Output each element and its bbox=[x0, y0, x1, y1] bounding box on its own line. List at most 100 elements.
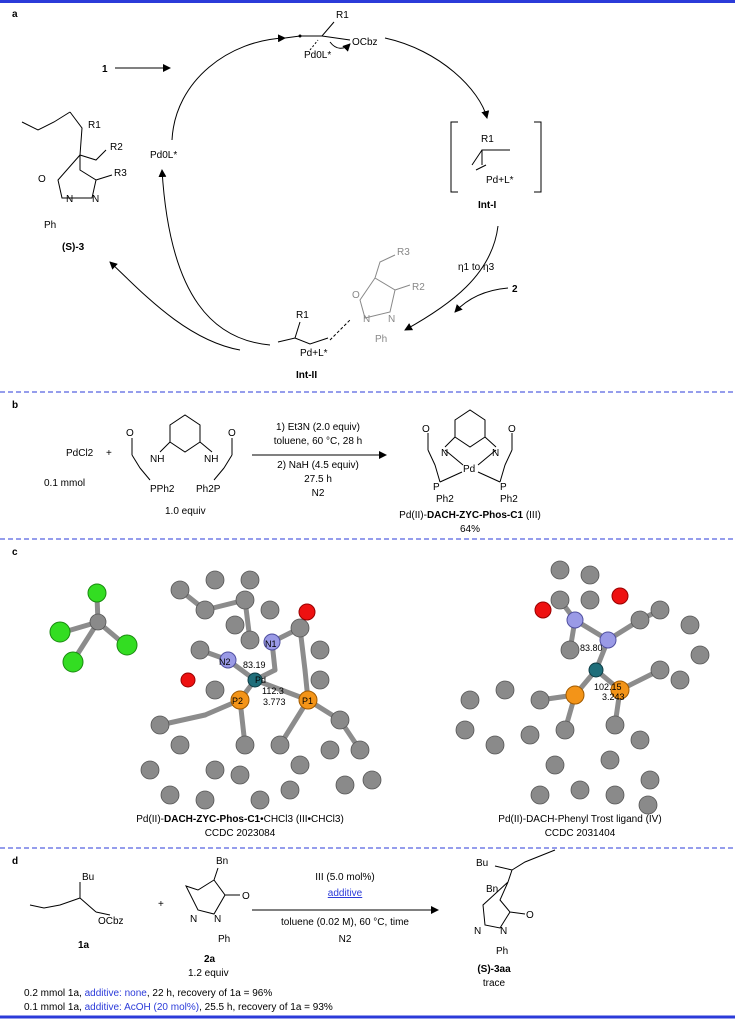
cond-b3: 2) NaH (4.5 equiv) bbox=[277, 460, 359, 471]
reagent-2-label: 2 bbox=[512, 284, 518, 295]
svg-text:NH: NH bbox=[204, 454, 218, 465]
result-line-1: 0.2 mmol 1a, additive: none, 22 h, recov… bbox=[24, 988, 272, 999]
chcl3-molecule bbox=[49, 583, 138, 673]
label-2a: 2a bbox=[204, 954, 216, 965]
product-3-label: (S)-3 bbox=[62, 242, 85, 253]
svg-text:Pd: Pd bbox=[255, 675, 266, 685]
top-ocbz: OCbz bbox=[352, 37, 378, 48]
int2-label: Int-II bbox=[296, 370, 317, 381]
cond-b2: toluene, 60 °C, 28 h bbox=[274, 436, 363, 447]
top-pd: Pd0L* bbox=[304, 50, 331, 61]
svg-text:83.19: 83.19 bbox=[243, 660, 266, 670]
arrow-top-to-int1 bbox=[384, 37, 490, 119]
ligand-equiv: 1.0 equiv bbox=[165, 506, 206, 517]
svg-text:OCbz: OCbz bbox=[98, 916, 124, 927]
label-3aa: (S)-3aa bbox=[477, 964, 511, 975]
cond-d4: N2 bbox=[339, 934, 352, 945]
eta-label: η1 to η3 bbox=[458, 262, 495, 273]
svg-text:112.3: 112.3 bbox=[262, 686, 284, 696]
cond-b1: 1) Et3N (2.0 equiv) bbox=[276, 422, 360, 433]
reagent-1-label: 1 bbox=[102, 64, 108, 75]
arrow-reagent2 bbox=[454, 287, 509, 313]
svg-text:Ph: Ph bbox=[218, 934, 230, 945]
svg-text:P2: P2 bbox=[232, 696, 243, 706]
yield-3aa: trace bbox=[483, 978, 506, 989]
svg-text:PPh2: PPh2 bbox=[150, 484, 175, 495]
pd-allene-complex: R1 OCbz Pd0L* bbox=[284, 10, 378, 61]
svg-text:N: N bbox=[66, 194, 73, 205]
svg-text:N: N bbox=[363, 314, 370, 325]
svg-text:N: N bbox=[441, 448, 448, 459]
svg-text:O: O bbox=[526, 910, 534, 921]
result-line-2: 0.1 mmol 1a, additive: AcOH (20 mol%), 2… bbox=[24, 1002, 333, 1013]
caption-iv: Pd(II)-DACH-Phenyl Trost ligand (IV) bbox=[498, 814, 661, 825]
complex-iii-name: Pd(II)-DACH-ZYC-Phos-C1 (III) bbox=[399, 510, 541, 521]
svg-text:NH: NH bbox=[150, 454, 164, 465]
svg-text:R3: R3 bbox=[397, 247, 410, 258]
crystal-structure-iv: 83.80 102.15 3.243 bbox=[455, 560, 710, 815]
svg-text:Bu: Bu bbox=[82, 872, 94, 883]
svg-text:Pd+L*: Pd+L* bbox=[486, 175, 514, 186]
svg-text:R1: R1 bbox=[481, 134, 494, 145]
svg-text:O: O bbox=[242, 891, 250, 902]
svg-text:R1: R1 bbox=[88, 120, 101, 131]
svg-text:Ph2: Ph2 bbox=[436, 494, 454, 505]
cond-d3: toluene (0.02 M), 60 °C, time bbox=[281, 917, 409, 928]
cond-b5: N2 bbox=[312, 488, 325, 499]
equiv-2a: 1.2 equiv bbox=[188, 968, 229, 979]
svg-text:N: N bbox=[388, 314, 395, 325]
panel-d-label: d bbox=[12, 856, 18, 867]
svg-text:N: N bbox=[190, 914, 197, 925]
svg-text:Bn: Bn bbox=[486, 884, 498, 895]
svg-text:N: N bbox=[474, 926, 481, 937]
int1-label: Int-I bbox=[478, 200, 497, 211]
label-1a: 1a bbox=[78, 940, 90, 951]
svg-text:R2: R2 bbox=[110, 142, 123, 153]
ccdc-iv: CCDC 2031404 bbox=[545, 828, 616, 839]
arrow-int2-to-cat bbox=[158, 169, 271, 346]
svg-text:O: O bbox=[38, 174, 46, 185]
svg-text:O: O bbox=[508, 424, 516, 435]
svg-text:Ph2P: Ph2P bbox=[196, 484, 221, 495]
cond-d2: additive bbox=[328, 888, 363, 899]
svg-text:P: P bbox=[433, 482, 440, 493]
ccdc-iii: CCDC 2023084 bbox=[205, 828, 276, 839]
svg-text:Pd+L*: Pd+L* bbox=[300, 348, 328, 359]
arrow-int1-to-int2 bbox=[404, 225, 499, 331]
plus-d: + bbox=[158, 899, 164, 910]
svg-text:P1: P1 bbox=[302, 696, 313, 706]
svg-text:Ph: Ph bbox=[496, 946, 508, 957]
panel-b-label: b bbox=[12, 400, 18, 411]
plus-b: + bbox=[106, 448, 112, 459]
product-3aa: Bu Bn O N N Ph (S)-3aa trace bbox=[474, 849, 556, 989]
svg-text:83.80: 83.80 bbox=[580, 643, 603, 653]
int2-structure: R1 R3 R2 O N N Ph Pd+L* Int-II bbox=[277, 247, 425, 381]
svg-text:Pd: Pd bbox=[463, 464, 475, 475]
arrow-int2-to-product bbox=[109, 261, 241, 351]
svg-text:Ph: Ph bbox=[375, 334, 387, 345]
svg-text:O: O bbox=[352, 290, 360, 301]
substrate-2a: Bn O N N Ph 2a 1.2 equiv bbox=[185, 856, 250, 979]
svg-text:Bn: Bn bbox=[216, 856, 228, 867]
svg-text:N2: N2 bbox=[219, 657, 231, 667]
complex-iii-yield: 64% bbox=[460, 524, 480, 535]
panel-a-label: a bbox=[12, 9, 18, 20]
product-3-structure: R1 R2 R3 O N N Ph (S)-3 bbox=[21, 111, 127, 253]
ligand-structure: O O NH NH PPh2 Ph2P bbox=[126, 414, 236, 495]
crystal-structure-iii: N2 N1 Pd P2 P1 83.19 112.3 3.773 bbox=[140, 570, 382, 810]
svg-text:102.15: 102.15 bbox=[594, 682, 622, 692]
svg-text:Ph2: Ph2 bbox=[500, 494, 518, 505]
svg-text:R3: R3 bbox=[114, 168, 127, 179]
amount: 0.1 mmol bbox=[44, 478, 85, 489]
svg-text:N: N bbox=[214, 914, 221, 925]
svg-text:N: N bbox=[500, 926, 507, 937]
top-r1: R1 bbox=[336, 10, 349, 21]
svg-text:O: O bbox=[126, 428, 134, 439]
svg-text:3.243: 3.243 bbox=[602, 692, 625, 702]
svg-text:P: P bbox=[500, 482, 507, 493]
svg-text:O: O bbox=[228, 428, 236, 439]
svg-text:3.773: 3.773 bbox=[263, 697, 286, 707]
svg-text:O: O bbox=[422, 424, 430, 435]
pdcl2: PdCl2 bbox=[66, 448, 94, 459]
